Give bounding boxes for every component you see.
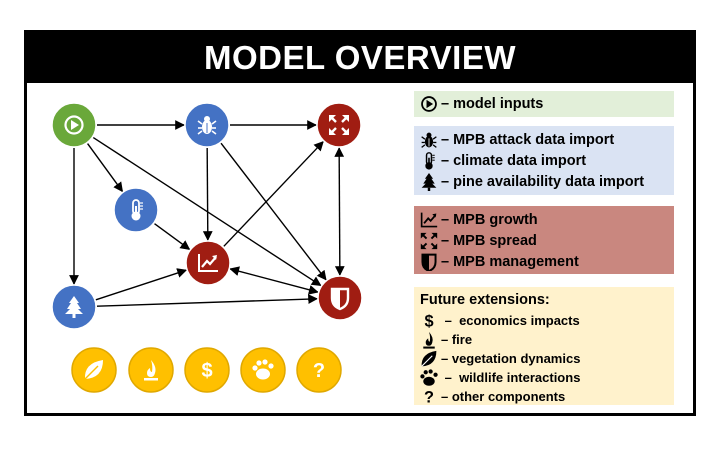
node-mpb-management (317, 275, 363, 321)
play-icon (420, 95, 438, 113)
page-title: MODEL OVERVIEW (27, 33, 693, 83)
legend-imports: – MPB attack data import – climate data … (414, 126, 674, 195)
fire-icon (144, 360, 158, 381)
legend-label: – MPB management (441, 253, 579, 270)
legend-row-spread-arrows: – MPB spread (420, 230, 668, 251)
future-extensions-title: Future extensions: (420, 292, 550, 308)
legend-label: – pine availability data import (441, 173, 645, 190)
legend-row-question: ? – other components (420, 387, 668, 406)
node-inputs (51, 102, 97, 148)
legend-mpb-processes: – MPB growth – MPB spread – MPB manageme… (414, 206, 674, 274)
edge-inputs-to-climate (86, 143, 124, 193)
growth-chart-icon (420, 211, 438, 229)
node-wildlife (240, 347, 286, 393)
edge-pine-to-mpb-management (96, 294, 318, 307)
node-mpb-attack (184, 102, 230, 148)
legend-label: – MPB attack data import (441, 131, 615, 148)
play-icon (64, 115, 84, 135)
legend-future-extensions: Future extensions: $ – economics impacts… (414, 287, 674, 406)
thermometer-icon (420, 151, 438, 170)
bug-icon (197, 116, 217, 135)
node-economics: $ (184, 347, 230, 393)
legend-inputs: – model inputs (414, 91, 674, 117)
edge-climate-to-mpb-growth (154, 223, 191, 250)
edge-mpb-attack-to-mpb-management (220, 142, 327, 281)
leaf-icon (420, 350, 438, 368)
spread-arrows-icon (420, 232, 438, 250)
dollar-icon: $ (420, 312, 438, 329)
legend-row-bug: – MPB attack data import (420, 129, 668, 150)
shield-icon (420, 253, 438, 271)
node-mpb-spread (316, 102, 362, 148)
edge-mpb-attack-to-mpb-growth (202, 147, 213, 241)
leaf-icon (84, 360, 103, 380)
node-vegetation (71, 347, 117, 393)
edge-mpb-growth-to-mpb-spread (223, 140, 324, 247)
svg-text:?: ? (313, 360, 325, 382)
legend-row-fire: – fire (420, 330, 668, 349)
legend-row-thermometer: – climate data import (420, 150, 668, 171)
bug-icon (420, 131, 438, 149)
model-diagram: $ ? (51, 102, 363, 393)
thermometer-icon (131, 199, 143, 221)
legend-label: – vegetation dynamics (441, 351, 581, 366)
edge-mpb-spread-to-mpb-management (334, 147, 345, 276)
legend-label: – other components (441, 389, 566, 404)
legend-row-growth-chart: – MPB growth (420, 209, 668, 230)
paw-icon (252, 359, 274, 380)
legend-label: – MPB spread (441, 232, 537, 249)
node-other: ? (296, 347, 342, 393)
spread-arrows-icon (329, 115, 349, 135)
legend-label: – fire (441, 332, 473, 347)
legend-row-play: – model inputs (420, 93, 668, 114)
svg-text:$: $ (201, 360, 212, 382)
legend-row-dollar: $ – economics impacts (420, 311, 668, 330)
svg-text:?: ? (424, 388, 434, 405)
svg-text:$: $ (424, 312, 433, 329)
shield-icon (330, 287, 350, 311)
node-pine (51, 284, 97, 330)
legend-row-pine-tree: – pine availability data import (420, 171, 668, 192)
legend-row-shield: – MPB management (420, 251, 668, 272)
legend-row-paw: – wildlife interactions (420, 368, 668, 387)
legend-label: – climate data import (441, 152, 587, 169)
node-mpb-growth (185, 240, 231, 286)
pine-tree-icon (65, 296, 83, 318)
growth-chart-icon (198, 254, 218, 272)
fire-icon (420, 331, 438, 349)
node-climate (113, 187, 159, 233)
legend-row-leaf: – vegetation dynamics (420, 349, 668, 368)
paw-icon (420, 368, 438, 387)
legend-label: – economics impacts (441, 313, 580, 328)
edge-mpb-growth-to-mpb-management (229, 266, 319, 295)
legend-label: – MPB growth (441, 211, 538, 228)
legend-label: – model inputs (441, 95, 544, 112)
edge-pine-to-mpb-growth (95, 268, 188, 301)
node-fire (128, 347, 174, 393)
question-icon: ? (313, 360, 325, 382)
pine-tree-icon (420, 172, 438, 191)
question-icon: ? (420, 388, 438, 405)
legend-label: – wildlife interactions (441, 370, 581, 385)
dollar-icon: $ (201, 360, 212, 382)
